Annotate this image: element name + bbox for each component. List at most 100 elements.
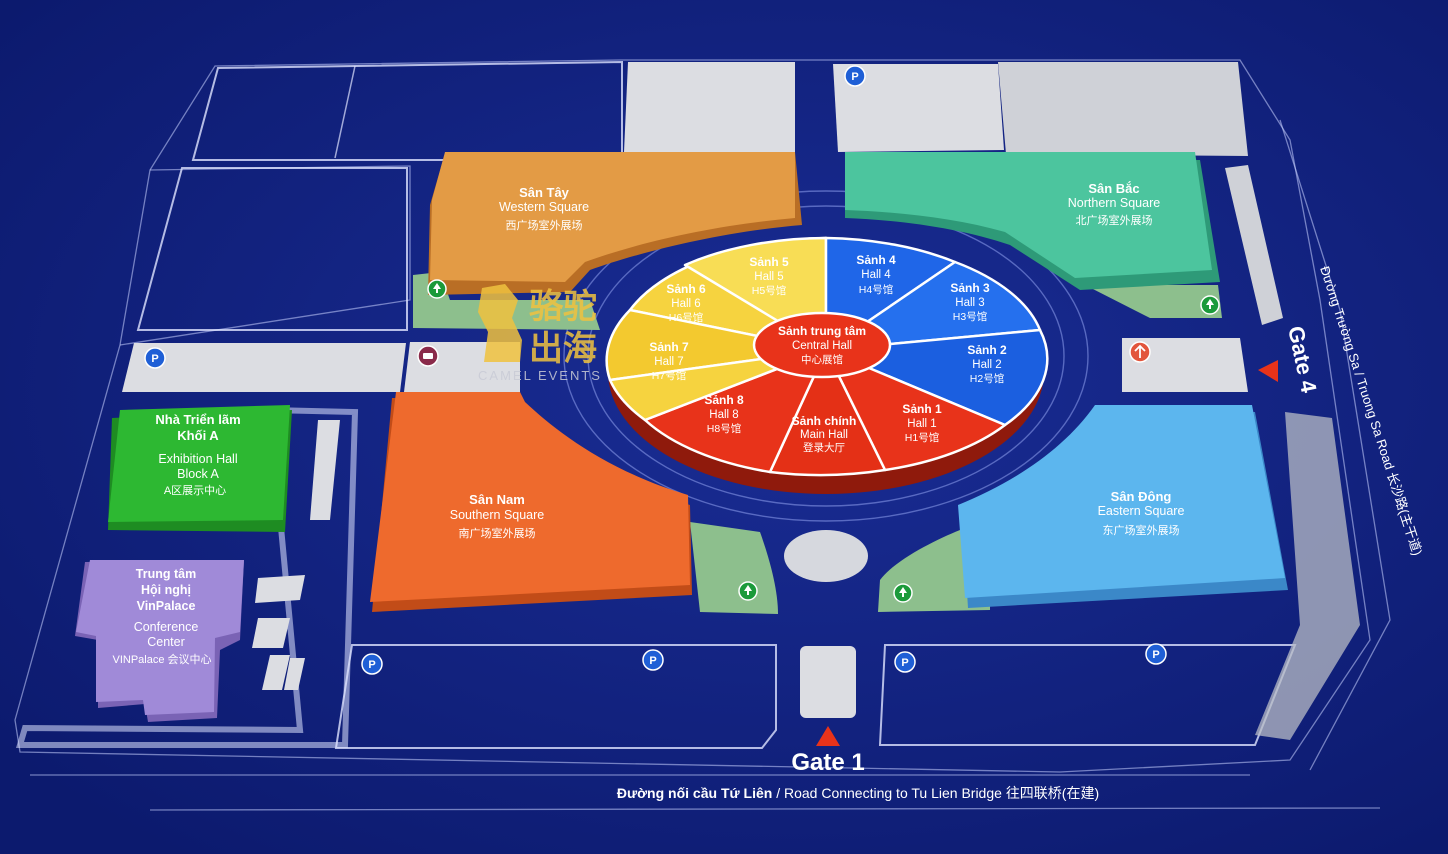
eastern-square-label: Sân Đông Eastern Square 东广场室外展场 [1098,489,1185,537]
main-hall-zh: 登录大厅 [803,441,845,454]
conference-center[interactable] [75,560,244,722]
conference-vi1: Trung tâm [136,567,196,581]
hall-6-en: Hall 6 [671,298,700,310]
parking-icon[interactable]: P [1145,643,1167,665]
conference-vi3: VinPalace [137,599,196,613]
central-hall-en: Central Hall [792,340,852,352]
northern-square-en: Northern Square [1068,196,1160,210]
fountain-circle [784,530,868,582]
northern-square-zh: 北广场室外展场 [1076,213,1153,227]
central-hall-disc[interactable] [752,311,892,379]
southern-square[interactable] [370,392,692,612]
block-a-en2: Block A [177,467,219,481]
logo-en: CAMEL EVENTS [478,368,602,383]
parking-icon[interactable]: P [144,347,166,369]
northern-square[interactable] [845,152,1220,290]
road-bottom-text: Đường nối cầu Tứ Liên / Road Connecting … [617,785,1099,801]
southern-square-label: Sân Nam Southern Square 南广场室外展场 [450,492,545,540]
conference-en1: Conference [134,620,199,634]
block-a-en1: Exhibition Hall [158,452,237,466]
hall-8-vi: Sảnh 8 [704,393,744,407]
main-hall-vi: Sảnh chính [792,414,857,428]
svg-text:P: P [649,655,656,667]
parking-icon[interactable]: P [642,649,664,671]
hall-6-zh: H6号馆 [669,311,703,324]
hall-3-en: Hall 3 [955,297,984,309]
road-outlines [14,59,1391,811]
building-grey-nw [624,62,795,152]
camel-events-logo: 骆驼 出海 CAMEL EVENTS [478,284,602,383]
logo-zh-line1: 骆驼 [529,287,597,326]
hall-1-en: Hall 1 [907,418,936,430]
top-right-buildings [833,62,1283,325]
eastern-square-vi: Sân Đông [1111,489,1172,504]
hall-5-zh: H5号馆 [752,284,786,297]
block-a-zh: A区展示中心 [164,484,226,497]
hall-8-sector[interactable] [643,348,828,474]
gate1-building [800,646,856,718]
hall-5-en: Hall 5 [754,271,783,283]
block-a-vi2: Khối A [177,428,219,443]
road-label-bottom: Đường nối cầu Tứ Liên / Road Connecting … [617,785,1099,801]
tree-icon [738,581,758,601]
southern-square-en: Southern Square [450,508,545,522]
main-hall-sector[interactable] [768,348,887,477]
hall-2-zh: H2号馆 [970,372,1004,385]
hall-3-vi: Sảnh 3 [950,281,990,295]
central-hall-vi: Sảnh trung tâm [778,324,866,338]
block-a-label: Nhà Triển lãm Khối A Exhibition Hall Blo… [155,412,240,497]
hall-2-vi: Sảnh 2 [967,343,1007,357]
southern-square-zh: 南广场室外展场 [459,526,536,540]
parking-icon[interactable]: P [361,653,383,675]
road-bottom-en: Road Connecting to Tu Lien Bridge [784,785,1002,801]
block-a-vi1: Nhà Triển lãm [155,412,240,427]
western-square-label: Sân Tây Western Square 西广场室外展场 [499,185,589,232]
parking-icon[interactable]: P [894,651,916,673]
gate-1[interactable]: Gate 1 [791,726,865,776]
road-bottom-zh: 往四联桥(在建) [1006,785,1099,801]
parking-icon[interactable]: P [844,65,866,87]
central-pavilion [605,236,1049,494]
hall-7-en: Hall 7 [654,356,683,368]
svg-text:P: P [901,657,908,669]
hall-4-zh: H4号馆 [859,283,893,296]
svg-text:P: P [151,353,158,365]
hall-4-vi: Sảnh 4 [856,253,896,267]
conference-zh: VINPalace 会议中心 [112,653,211,666]
hall-8-zh: H8号馆 [707,422,741,435]
hall-6-vi: Sảnh 6 [666,282,706,296]
western-square-vi: Sân Tây [519,185,570,200]
eastern-square-zh: 东广场室外展场 [1103,523,1180,537]
northern-square-vi: Sân Bắc [1088,181,1139,196]
western-square[interactable] [428,152,802,295]
hall-7-zh: H7号馆 [652,369,686,382]
tree-icon [1200,295,1220,315]
hall-1-vi: Sảnh 1 [902,402,942,416]
hall-8-en: Hall 8 [709,409,738,421]
svg-text:P: P [1152,649,1159,661]
southern-square-vi: Sân Nam [469,492,525,507]
conference-vi2: Hội nghị [141,583,191,597]
western-square-zh: 西广场室外展场 [506,218,583,232]
conference-label: Trung tâm Hội nghị VinPalace Conference … [112,567,211,666]
exhibition-block-a[interactable] [108,405,292,532]
hall-2-en: Hall 2 [972,359,1001,371]
road-bottom-sep: / [776,785,780,801]
hall-7-sector[interactable] [605,308,828,382]
road-bottom-vi: Đường nối cầu Tứ Liên [617,785,772,801]
svg-text:P: P [368,659,375,671]
central-hall-zh: 中心展馆 [801,353,843,366]
info-icon [1129,341,1151,363]
northern-square-label: Sân Bắc Northern Square 北广场室外展场 [1068,181,1160,227]
tree-icon [893,583,913,603]
hall-7-vi: Sảnh 7 [649,340,689,354]
svg-text:P: P [851,71,858,83]
hall-5-vi: Sảnh 5 [749,255,789,269]
hall-labels: Sảnh 5 Hall 5 H5号馆 Sảnh 6 Hall 6 H6号馆 Sả… [649,253,1007,454]
side-blocks [15,338,1248,748]
hall-1-zh: H1号馆 [905,431,939,444]
logo-zh-line2: 出海 [529,330,597,368]
main-hall-en: Main Hall [800,429,848,441]
eastern-square[interactable] [958,405,1288,608]
hall-4-en: Hall 4 [861,269,891,281]
